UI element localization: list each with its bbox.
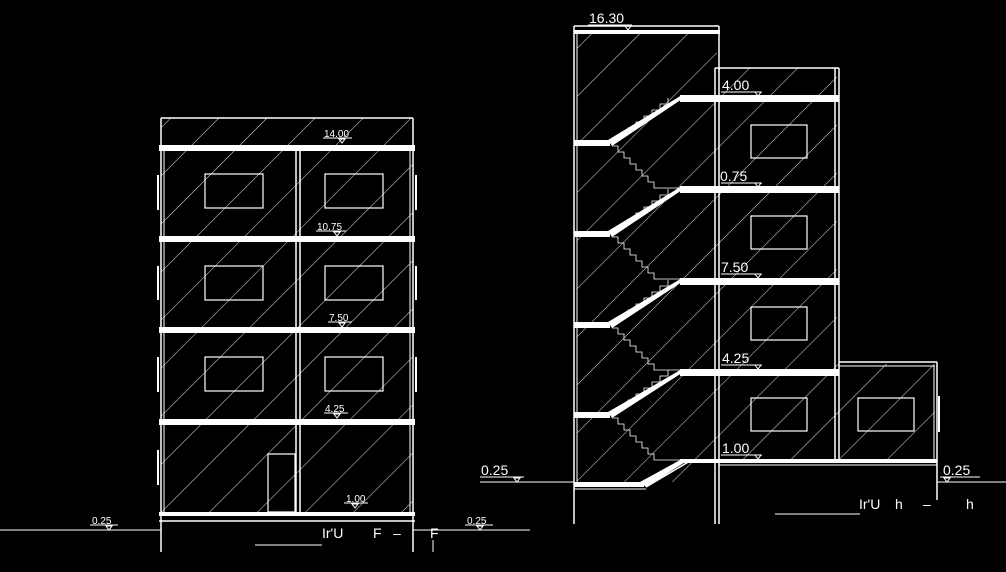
left-window	[204, 356, 264, 392]
annex-window	[857, 397, 915, 432]
level-marker-triangle	[754, 91, 762, 97]
left-level-outside-label: 0.25	[92, 516, 112, 527]
level-marker-triangle	[351, 503, 359, 509]
level-marker-triangle	[513, 477, 521, 483]
right-level-outside-right-label: 0.25	[943, 462, 970, 478]
right-slab-1	[680, 369, 839, 376]
level-marker-triangle	[754, 454, 762, 460]
right-section-drawing: 16.30 4.00 0.75 7.50 4.25 1.00 0.25 0.25…	[480, 10, 1006, 524]
level-marker-triangle	[943, 477, 951, 483]
left-level-outside-right-label: 0.25	[467, 516, 487, 527]
level-marker-triangle	[338, 138, 346, 144]
left-level-ground-label: 1.00	[346, 494, 366, 505]
stair-steps	[612, 370, 669, 413]
stair-steps	[612, 327, 682, 371]
right-tower-hatch-fill	[717, 68, 837, 462]
right-slab-3	[680, 186, 839, 193]
left-hatch-fill	[161, 118, 413, 514]
stair-roof-slab	[574, 30, 720, 34]
left-window	[324, 356, 384, 392]
left-caption-part2: F	[373, 525, 382, 541]
stair-steps	[612, 98, 669, 141]
level-marker-triangle	[333, 231, 341, 237]
right-caption-dash: –	[923, 496, 931, 512]
stair-landing	[574, 140, 610, 146]
right-slab-top	[680, 95, 839, 102]
left-level-2-label: 7.50	[329, 313, 349, 324]
right-caption-part3: h	[966, 496, 974, 512]
level-marker-triangle	[338, 322, 346, 328]
right-level-top-label: 4.00	[722, 77, 749, 93]
right-window	[750, 306, 808, 341]
level-marker-triangle	[754, 364, 762, 370]
stair-steps	[612, 145, 682, 189]
right-slab-2	[680, 278, 839, 285]
stair-landing	[574, 412, 610, 418]
right-level-ground-label: 1.00	[722, 440, 749, 456]
right-level-outside-left-label: 0.25	[481, 462, 508, 478]
right-level-3-label: 0.75	[720, 168, 747, 184]
left-caption-part1: Ir'U	[322, 525, 343, 541]
level-marker-triangle	[754, 182, 762, 188]
right-level-1-label: 4.25	[722, 350, 749, 366]
right-stair-base	[645, 460, 691, 488]
level-marker-triangle	[333, 413, 341, 419]
right-caption-part2: h	[895, 496, 903, 512]
left-section-drawing: 14.00 10.75 7.50 4.25 1.00 0.25 0.25 Ir'…	[0, 117, 530, 552]
left-slab-1	[159, 419, 415, 425]
stair-steps	[612, 236, 682, 280]
stair-steps	[612, 189, 669, 232]
left-level-3-label: 10.75	[317, 222, 342, 233]
stair-steps	[612, 280, 669, 323]
left-window	[324, 173, 384, 209]
right-window	[750, 124, 808, 159]
left-caption-dash: –	[393, 525, 401, 541]
left-level-top-label: 14.00	[324, 129, 349, 140]
left-door	[267, 453, 296, 513]
right-window	[750, 215, 808, 250]
right-level-roof-label: 16.30	[589, 10, 624, 26]
level-marker-triangle	[476, 525, 484, 531]
right-ground-slab	[680, 459, 937, 463]
right-caption-part1: Ir'U	[859, 496, 880, 512]
left-slab-3	[159, 236, 415, 242]
stair-hatch-fill	[577, 34, 717, 482]
left-caption-part3: F	[430, 525, 439, 541]
level-marker-triangle	[105, 525, 113, 531]
left-window	[204, 173, 264, 209]
stair-landing	[574, 482, 644, 487]
stair-flight	[640, 459, 690, 487]
right-annex-hatch-fill	[837, 364, 935, 462]
level-marker-triangle	[754, 273, 762, 279]
level-marker-triangle	[624, 25, 632, 31]
stair-steps	[612, 417, 682, 461]
stair-landing	[574, 231, 610, 237]
left-slab-roof	[159, 145, 415, 151]
left-level-1-label: 4.25	[325, 404, 345, 415]
left-slab-2	[159, 327, 415, 333]
stair-landing	[574, 322, 610, 328]
right-window	[750, 397, 808, 432]
left-window	[204, 265, 264, 301]
left-ground-slab	[159, 512, 415, 516]
left-window	[324, 265, 384, 301]
right-level-2-label: 7.50	[721, 259, 748, 275]
